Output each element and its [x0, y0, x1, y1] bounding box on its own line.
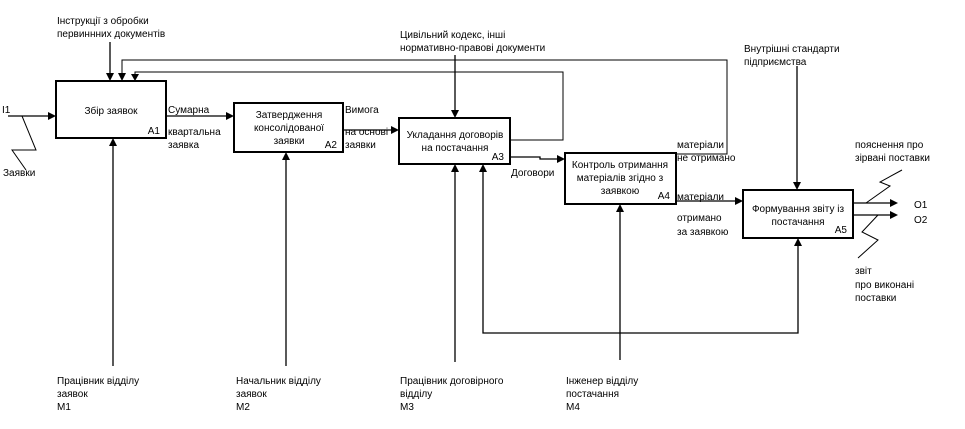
output-o1-label-2: зірвані поставки	[855, 153, 930, 164]
mechanism-m2-line-1: Начальник відділу	[236, 376, 321, 387]
flow-a3-a4: Договори	[510, 155, 565, 179]
box-a5-id: A5	[835, 225, 848, 236]
mechanism-m3-line-2: відділу	[400, 389, 432, 400]
flow-received-line-1: матеріали	[677, 192, 724, 203]
output-o1-tag: O1	[914, 200, 928, 211]
flow-not-received-line-1: матеріали	[677, 140, 724, 151]
mechanism-m4-line-1: Інженер відділу	[566, 376, 638, 387]
input-i1-label: Заявки	[3, 168, 35, 179]
box-a5: Формування звіту із постачання A5	[742, 189, 854, 239]
mechanism-m1-line-1: Працівник відділу	[57, 376, 139, 387]
mechanism-branch-a3-a5	[479, 164, 802, 334]
feedback-loop-outer	[118, 59, 728, 155]
output-o2-tag: O2	[914, 215, 928, 226]
box-a5-title-2: постачання	[771, 217, 824, 228]
control-arrow-c3: Внутрішні стандарти підприємства	[744, 44, 840, 190]
output-arrow-o2: O2 звіт про виконані поставки	[853, 211, 928, 304]
control-c1-line-1: Інструкції з обробки	[57, 15, 149, 27]
flow-a1-a2: Сумарна квартальна заявка	[166, 105, 234, 151]
mechanism-m4-line-2: постачання	[566, 389, 619, 400]
output-o2-label-2: про виконані	[855, 280, 914, 291]
box-a3-title-2: на постачання	[422, 143, 489, 154]
flow-not-received-line-2: не отримано	[677, 153, 736, 164]
flow-a1-a2-line-2: квартальна	[168, 127, 221, 138]
mechanism-arrow-m1: Працівник відділу заявок M1	[57, 138, 139, 413]
mechanism-m3-tag: M3	[400, 402, 414, 413]
box-a2-id: A2	[325, 140, 338, 151]
box-a1-title: Збір заявок	[84, 105, 138, 117]
output-o2-label-3: поставки	[855, 293, 896, 304]
mechanism-m1-line-2: заявок	[57, 389, 88, 400]
flow-received-line-2: отримано	[677, 213, 722, 224]
control-arrow-c1: Інструкції з обробки первиннних документ…	[57, 15, 165, 81]
mechanism-m4-tag: M4	[566, 402, 580, 413]
box-a1-id: A1	[148, 126, 161, 137]
mechanism-m1-tag: M1	[57, 402, 71, 413]
control-c1-line-2: первиннних документів	[57, 29, 165, 40]
flow-a2-a3-line-1: Вимога	[345, 105, 379, 116]
flow-a2-a3-line-2: на основі	[345, 127, 388, 138]
box-a4-title-2: матеріалів згідно з	[577, 173, 664, 184]
flow-a2-a3: Вимога на основі заявки	[343, 105, 399, 151]
mechanism-m2-tag: M2	[236, 402, 250, 413]
box-a2: Затвердження консолідованої заявки A2	[233, 102, 344, 153]
input-i1-tag: I1	[2, 105, 11, 116]
mechanism-arrow-m3: Працівник договірного відділу M3	[400, 164, 504, 413]
box-a3-title-1: Укладання договорів	[407, 130, 504, 141]
control-c3-line-2: підприємства	[744, 57, 807, 68]
box-a3: Укладання договорів на постачання A3	[398, 117, 511, 165]
output-o1-label-1: пояснення про	[855, 140, 924, 151]
mechanism-m3-line-1: Працівник договірного	[400, 376, 504, 387]
output-arrow-o1: O1 пояснення про зірвані поставки	[853, 140, 930, 211]
box-a2-title-1: Затвердження	[256, 110, 323, 121]
mechanism-m2-line-2: заявок	[236, 389, 267, 400]
box-a4-id: A4	[658, 191, 671, 202]
flow-not-received: матеріали не отримано	[677, 140, 736, 164]
flow-a2-a3-line-3: заявки	[345, 140, 376, 151]
control-arrow-c2: Цивільний кодекс, інші нормативно-правов…	[400, 30, 545, 118]
box-a2-title-3: заявки	[274, 136, 305, 147]
mechanism-arrow-m4: Інженер відділу постачання M4	[566, 204, 638, 413]
feedback-loop-inner	[131, 71, 564, 141]
flow-a4-a5: матеріали отримано за заявкою	[676, 192, 743, 238]
flow-a1-a2-line-3: заявка	[168, 140, 199, 151]
box-a5-title-1: Формування звіту із	[752, 204, 845, 215]
box-a2-title-2: консолідованої	[254, 123, 324, 134]
output-o2-label-1: звіт	[855, 266, 872, 277]
control-c2-line-2: нормативно-правові документи	[400, 43, 545, 54]
box-a3-id: A3	[492, 152, 505, 163]
flow-received-line-3: за заявкою	[677, 227, 729, 238]
box-a4-title-1: Контроль отримання	[572, 160, 668, 171]
control-c3-line-1: Внутрішні стандарти	[744, 44, 840, 55]
input-arrow-i1: I1 Заявки	[2, 105, 56, 179]
flow-a1-a2-line-1: Сумарна	[168, 105, 210, 116]
mechanism-arrow-m2: Начальник відділу заявок M2	[236, 152, 321, 413]
box-a4: Контроль отримання матеріалів згідно з з…	[564, 152, 677, 205]
box-a4-title-3: заявкою	[601, 186, 640, 197]
box-a1: Збір заявок A1	[55, 80, 167, 139]
flow-a3-a4-label: Договори	[511, 168, 554, 179]
control-c2-line-1: Цивільний кодекс, інші	[400, 30, 505, 41]
